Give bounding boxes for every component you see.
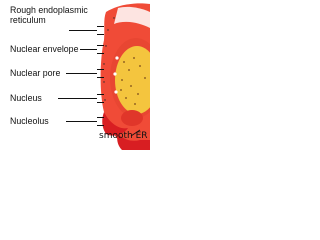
leader-ticks bbox=[97, 0, 105, 150]
label-nucleolus: Nucleolus bbox=[10, 116, 49, 126]
leader-tick bbox=[97, 69, 104, 70]
leader-line-nucleus bbox=[58, 98, 97, 99]
nucleolus-shape bbox=[121, 110, 143, 126]
leader-tick bbox=[97, 26, 104, 27]
leader-line-nuclear-pore bbox=[66, 73, 97, 74]
er-diagram: Rough endoplasmic reticulum Nuclear enve… bbox=[0, 0, 150, 150]
chromatin-dots bbox=[120, 57, 146, 105]
leader-tick bbox=[97, 53, 104, 54]
leader-tick bbox=[97, 102, 104, 103]
leader-line-rough-er bbox=[69, 30, 97, 31]
smooth-er-tubule bbox=[117, 134, 150, 150]
nuclear-pore bbox=[113, 72, 117, 76]
smooth-er-leader bbox=[130, 129, 141, 137]
leader-tick bbox=[97, 125, 104, 126]
ribosome-dots bbox=[103, 17, 115, 101]
leader-tick bbox=[97, 94, 104, 95]
nuclear-pore bbox=[114, 90, 118, 94]
leader-tick bbox=[97, 34, 104, 35]
leader-tick bbox=[97, 45, 104, 46]
leader-line-nuclear-envelope bbox=[80, 49, 97, 50]
rough-er-fold bbox=[114, 6, 150, 28]
leader-tick bbox=[97, 77, 104, 78]
label-rough-er-line-1: Rough endoplasmic bbox=[10, 5, 88, 15]
label-nuclear-pore: Nuclear pore bbox=[10, 68, 61, 78]
nucleus-shape bbox=[115, 46, 150, 114]
leader-tick bbox=[97, 117, 104, 118]
label-nucleus: Nucleus bbox=[10, 93, 42, 103]
label-rough-er: Rough endoplasmic reticulum bbox=[10, 5, 88, 25]
nuclear-pore bbox=[115, 56, 119, 60]
label-nuclear-envelope: Nuclear envelope bbox=[10, 44, 79, 54]
leader-line-nucleolus bbox=[66, 121, 97, 122]
label-smooth-er: smooth ER bbox=[99, 131, 148, 141]
label-rough-er-line-2: reticulum bbox=[10, 15, 46, 25]
smooth-er-shape bbox=[102, 112, 128, 136]
cell-illustration bbox=[100, 3, 150, 150]
